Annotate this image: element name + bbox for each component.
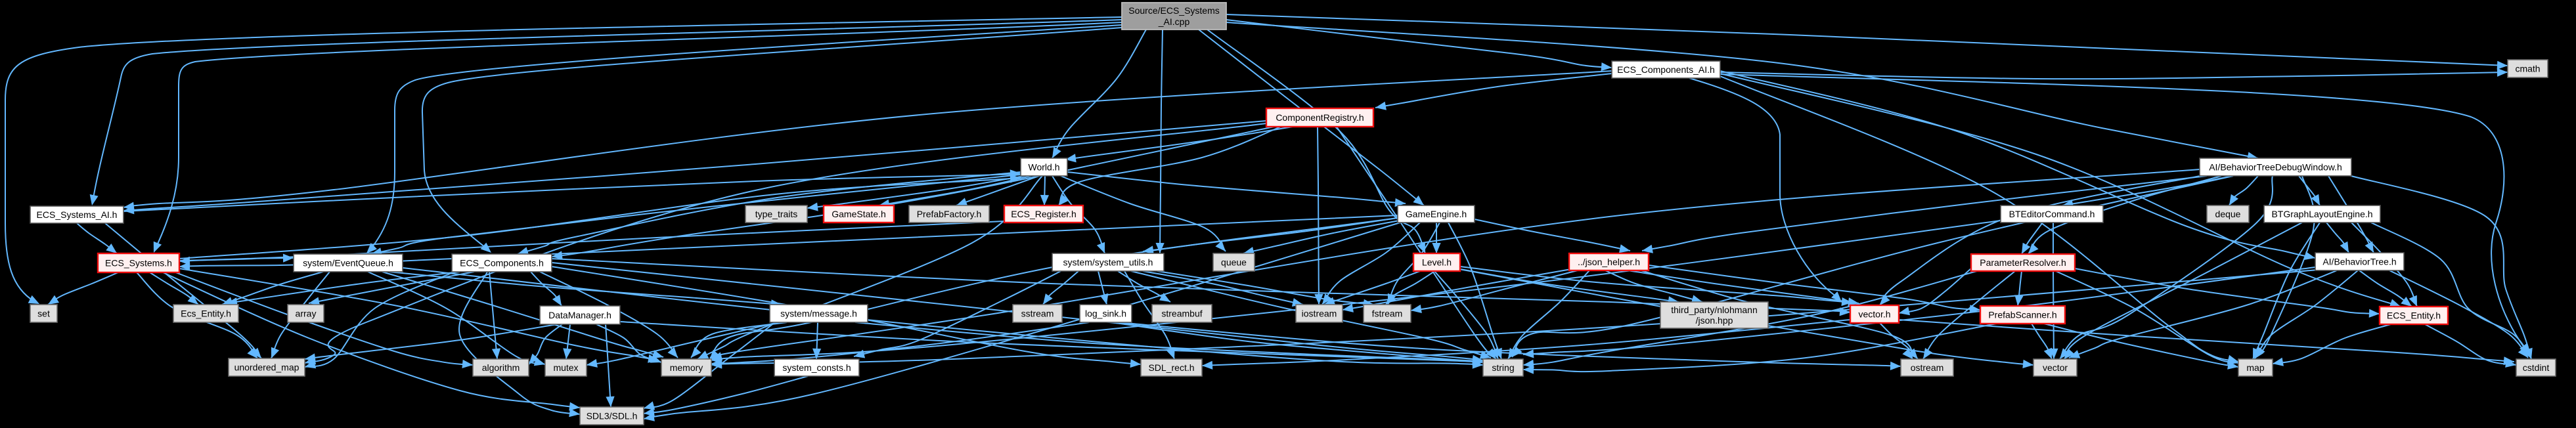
svg-text:SDL3/SDL.h: SDL3/SDL.h	[587, 411, 638, 421]
svg-text:AI/BehaviorTree.h: AI/BehaviorTree.h	[2322, 257, 2396, 267]
svg-text:Level.h: Level.h	[1422, 257, 1452, 268]
svg-text:log_sink.h: log_sink.h	[1085, 309, 1126, 319]
svg-text:ECS_Systems.h: ECS_Systems.h	[105, 258, 172, 268]
svg-text:array: array	[296, 309, 317, 319]
svg-text:Ecs_Entity.h: Ecs_Entity.h	[181, 309, 231, 319]
svg-text:AI/BehaviorTreeDebugWindow.h: AI/BehaviorTreeDebugWindow.h	[2209, 162, 2342, 173]
svg-text:fstream: fstream	[1372, 309, 1403, 319]
svg-text:_AI.cpp: _AI.cpp	[1158, 16, 1190, 27]
svg-text:PrefabScanner.h: PrefabScanner.h	[1988, 310, 2056, 320]
svg-text:GameEngine.h: GameEngine.h	[1406, 209, 1467, 219]
svg-text:BTEditorCommand.h: BTEditorCommand.h	[2009, 209, 2095, 219]
svg-text:deque: deque	[2215, 209, 2241, 219]
svg-text:vector: vector	[2043, 362, 2068, 373]
svg-text:system/message.h: system/message.h	[780, 309, 857, 319]
svg-text:ParameterResolver.h: ParameterResolver.h	[1980, 257, 2066, 268]
svg-text:iostream: iostream	[1302, 309, 1337, 319]
svg-text:Source/ECS_Systems: Source/ECS_Systems	[1128, 5, 1220, 16]
svg-text:set: set	[37, 309, 50, 319]
svg-text:World.h: World.h	[1029, 162, 1060, 173]
svg-text:/json.hpp: /json.hpp	[1696, 315, 1733, 326]
svg-text:queue: queue	[1221, 257, 1247, 268]
svg-text:vector.h: vector.h	[1858, 309, 1890, 320]
svg-text:DataManager.h: DataManager.h	[548, 310, 611, 320]
svg-text:string: string	[1492, 362, 1514, 373]
svg-text:../json_helper.h: ../json_helper.h	[1578, 257, 1640, 267]
svg-text:system/system_utils.h: system/system_utils.h	[1063, 257, 1153, 268]
svg-text:ostream: ostream	[1911, 362, 1944, 373]
svg-text:GameState.h: GameState.h	[832, 209, 886, 219]
svg-text:unordered_map: unordered_map	[234, 362, 300, 373]
svg-text:third_party/nlohmann: third_party/nlohmann	[1671, 305, 1758, 315]
svg-text:ECS_Register.h: ECS_Register.h	[1011, 209, 1077, 219]
svg-text:cmath: cmath	[2515, 64, 2540, 74]
svg-text:streambuf: streambuf	[1161, 309, 1202, 319]
svg-text:ECS_Systems_AI.h: ECS_Systems_AI.h	[37, 209, 118, 220]
svg-text:ECS_Components_AI.h: ECS_Components_AI.h	[1617, 64, 1715, 75]
svg-text:system_consts.h: system_consts.h	[782, 362, 851, 373]
svg-text:PrefabFactory.h: PrefabFactory.h	[917, 209, 982, 219]
svg-text:ECS_Entity.h: ECS_Entity.h	[2387, 310, 2441, 321]
svg-text:cstdint: cstdint	[2523, 362, 2550, 373]
svg-text:sstream: sstream	[1021, 309, 1054, 319]
svg-text:SDL_rect.h: SDL_rect.h	[1148, 362, 1194, 373]
svg-text:ComponentRegistry.h: ComponentRegistry.h	[1276, 112, 1364, 123]
svg-text:algorithm: algorithm	[482, 362, 520, 373]
svg-text:memory: memory	[670, 362, 703, 373]
svg-text:mutex: mutex	[553, 362, 578, 373]
svg-text:type_traits: type_traits	[755, 209, 798, 219]
svg-text:system/EventQueue.h: system/EventQueue.h	[303, 258, 393, 268]
svg-text:ECS_Components.h: ECS_Components.h	[460, 258, 544, 268]
svg-text:BTGraphLayoutEngine.h: BTGraphLayoutEngine.h	[2271, 209, 2372, 219]
svg-text:map: map	[2246, 362, 2264, 373]
